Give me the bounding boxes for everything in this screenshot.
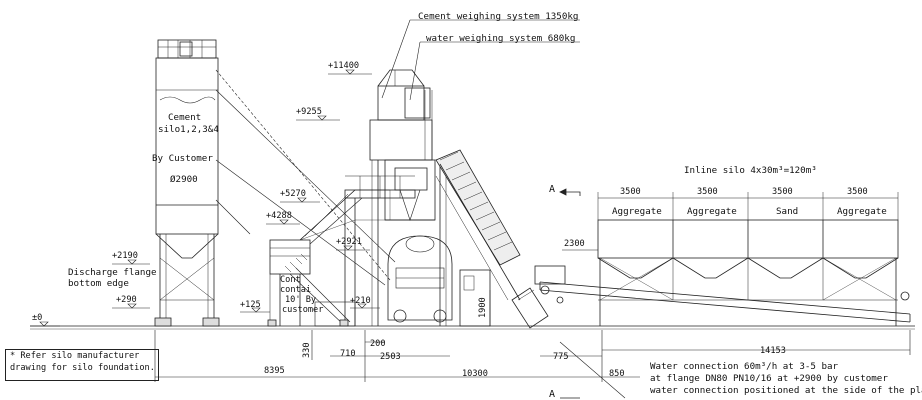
footnote-line1: * Refer silo manufacturer: [10, 351, 140, 361]
container-label-4: customer: [282, 305, 324, 315]
footnote-line2: drawing for silo foundation.: [10, 363, 155, 373]
transfer-hopper: [511, 265, 566, 329]
level-2921: +2921: [336, 237, 362, 247]
dim-775: 775: [553, 352, 569, 362]
silo-label: Cement: [168, 112, 202, 123]
bin-material: Aggregate: [837, 206, 887, 217]
dimension-lines: [154, 249, 911, 382]
bin-width: 3500: [620, 187, 641, 197]
level-markers: [30, 69, 380, 327]
level-5270: +5270: [280, 189, 306, 199]
callout-leaders: [381, 19, 626, 399]
discharge-flange-label: Discharge flange: [68, 267, 157, 278]
cement-weighing-callout: Cement weighing system 1350kg: [418, 11, 579, 22]
bin-width: 3500: [697, 187, 718, 197]
bin-material: Aggregate: [687, 206, 737, 217]
container-label-3: 10' By: [285, 295, 317, 305]
cement-silo: [154, 39, 396, 327]
inline-silo-label: Inline silo 4x30m³=120m³: [684, 165, 817, 176]
dim-710: 710: [340, 349, 356, 359]
level-11400: +11400: [328, 61, 360, 71]
water-note-line1: Water connection 60m³/h at 3-5 bar: [650, 361, 839, 372]
bin-material: Sand: [776, 206, 799, 217]
level-210: +210: [350, 296, 371, 306]
section-marker-top: A: [549, 184, 556, 195]
silo-by-customer: By Customer: [152, 153, 213, 164]
dim-2503: 2503: [380, 352, 401, 362]
bin-width: 3500: [847, 187, 868, 197]
section-marker-bottom: A: [549, 389, 556, 400]
level-290: +290: [116, 295, 137, 305]
water-note-line3: water connection positioned at the side …: [650, 385, 922, 396]
silo-diameter: Ø2900: [170, 174, 198, 185]
water-note-line2: at flange DN80 PN10/16 at +2900 by custo…: [650, 373, 888, 384]
container-label-2: contai: [280, 285, 312, 295]
dim-2300: 2300: [564, 239, 585, 249]
inline-silo: [539, 192, 911, 326]
level-4288: +4288: [266, 211, 292, 221]
dim-850: 850: [609, 369, 625, 379]
dim-8395: 8395: [264, 366, 285, 376]
dim-330: 330: [302, 342, 312, 358]
inclined-belt: [435, 149, 521, 301]
level-9255: +9255: [296, 107, 322, 117]
container-label-1: Cont: [280, 275, 301, 285]
dim-200: 200: [370, 339, 386, 349]
mixer-tower: [369, 69, 453, 326]
bin-material: Aggregate: [612, 206, 662, 217]
level-2190: +2190: [112, 251, 138, 261]
discharge-bottom-label: bottom edge: [68, 278, 129, 289]
bin-width: 3500: [772, 187, 793, 197]
level-125: +125: [240, 300, 261, 310]
dim-14153: 14153: [760, 346, 786, 356]
water-weighing-callout: water weighing system 680kg: [426, 33, 576, 44]
footnote-box: * Refer silo manufacturer drawing for si…: [5, 349, 159, 381]
level-zero: ±0: [32, 313, 43, 323]
dim-1900: 1900: [478, 297, 488, 318]
silo-numbers: silo1,2,3&4: [158, 124, 219, 135]
dim-10300: 10300: [462, 369, 488, 379]
